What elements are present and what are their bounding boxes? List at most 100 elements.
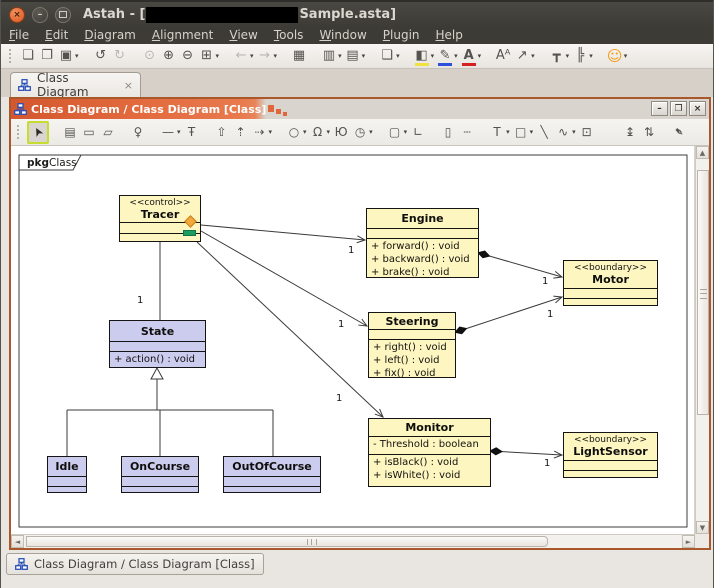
line-shape-button[interactable]: ↗▾ [513,46,536,67]
text-tool-button[interactable]: T▾ [488,123,511,142]
clock-tool-button[interactable]: ◷▾ [351,123,374,142]
class-monitor[interactable]: Monitor- Threshold : boolean+ isBlack() … [368,418,491,487]
diagram-window-titlebar[interactable]: Class Diagram / Class Diagram [Class] – … [11,99,709,119]
association-tracer-monitor[interactable] [196,241,384,418]
line-color-dropdown-caret[interactable]: ▾ [454,52,458,60]
select-tool-button[interactable]: ➤ [27,120,49,144]
line-color-button[interactable]: ✎▾ [436,46,459,67]
class-engine[interactable]: Engine+ forward() : void+ backward() : v… [366,208,479,278]
vertical-scroll-thumb[interactable] [697,170,709,415]
font-color-button[interactable]: A▾ [460,46,483,67]
zoom-in-button[interactable]: ⊕ [160,46,178,67]
package-tool-button[interactable]: ▭ [80,123,98,142]
grid-layout-dropdown-caret[interactable]: ▾ [589,52,593,60]
diagram-overview-button[interactable]: ▦ [290,46,308,67]
tree-layout-button[interactable]: ┳▾ [548,46,571,67]
horizontal-alignment-dropdown-caret[interactable]: ▾ [361,52,366,60]
association-tool-button[interactable]: —▾ [159,123,182,142]
template-binding-tool-button[interactable]: Ω▾ [309,123,332,142]
toolbar-grip[interactable] [9,49,13,63]
class-steering[interactable]: Steering+ right() : void+ left() : void+… [368,312,456,378]
association-class-tool-button[interactable]: Ŧ [183,123,201,142]
text-tool-dropdown-caret[interactable]: ▾ [506,128,510,136]
tree-layout-dropdown-caret[interactable]: ▾ [565,52,570,60]
open-file-button[interactable]: ❐ [38,46,56,67]
menu-window[interactable]: Window [319,28,367,42]
composition-engine-motor[interactable] [477,250,564,279]
redo-button[interactable]: ↻ [111,46,129,67]
composition-monitor-lightsensor[interactable] [489,447,564,459]
fit-to-window-button[interactable]: ⊞▾ [198,46,221,67]
new-file-button[interactable]: ❏ [19,46,37,67]
horizontal-scroll-thumb[interactable] [26,536,548,547]
grid-layout-button[interactable]: ╠▾ [571,46,594,67]
class-state[interactable]: State+ action() : void [109,320,206,368]
stack-order-button[interactable]: ❑▾ [378,46,401,67]
class-idle[interactable]: Idle [47,456,87,493]
vertical-alignment-button[interactable]: ▥▾ [320,46,343,67]
save-button[interactable]: ▣▾ [57,46,80,67]
diagram-restore-button[interactable]: ❐ [670,101,687,116]
rounded-rect-tool-button[interactable]: ▢▾ [386,123,409,142]
adjust-vertical-button[interactable]: ↨ [621,123,639,142]
curve-tool-dropdown-caret[interactable]: ▾ [572,128,576,136]
font-color-dropdown-caret[interactable]: ▾ [477,52,482,60]
zoom-out-button[interactable]: ⊖ [179,46,197,67]
diagram-window-taskbar-button[interactable]: Class Diagram / Class Diagram [Class] [6,553,264,575]
back-dropdown-caret[interactable]: ▾ [250,52,254,60]
clock-tool-dropdown-caret[interactable]: ▾ [369,128,373,136]
required-interface-tool-button[interactable]: Ю [332,123,350,142]
fill-color-dropdown-caret[interactable]: ▾ [430,52,435,60]
class-tool-button[interactable]: ▤ [61,123,79,142]
generalization-tool-button[interactable]: ⇧ [213,123,231,142]
menu-view[interactable]: View [229,28,258,42]
menu-plugin[interactable]: Plugin [382,28,420,42]
scroll-up-icon[interactable]: ▲ [696,146,709,159]
class-outofcourse[interactable]: OutOfCourse [223,456,321,493]
horizontal-scrollbar[interactable]: ◄ ► [11,534,695,548]
corner-line-tool-button[interactable]: ∟ [409,123,427,142]
undo-button[interactable]: ↺ [92,46,110,67]
rectangle-tool-button[interactable]: □▾ [512,123,535,142]
menu-alignment[interactable]: Alignment [151,28,214,42]
class-lightsensor[interactable]: <<boundary>>LightSensor [563,432,658,478]
scroll-right-icon[interactable]: ► [682,535,695,548]
line-shape-dropdown-caret[interactable]: ▾ [531,52,535,60]
font-settings-button[interactable]: Aᴬ [494,46,512,67]
palette-grip[interactable] [17,125,21,139]
class-motor[interactable]: <<boundary>>Motor [563,260,658,306]
dependency-tool-dropdown-caret[interactable]: ▾ [268,128,273,136]
emoticon-button[interactable]: ☺▾ [606,46,629,67]
pin-toolbar-button[interactable]: ✒ [670,123,688,142]
pin-tool-button[interactable]: ♀ [129,123,147,142]
diagram-close-button[interactable]: × [689,101,706,116]
association-tracer-engine[interactable] [200,224,367,244]
scroll-down-icon[interactable]: ▼ [696,521,709,534]
containment-tool-button[interactable]: ○▾ [285,123,308,142]
menu-edit[interactable]: Edit [45,28,69,42]
forward-button[interactable]: →▾ [256,46,279,67]
zoom-original-button[interactable]: ⊙ [141,46,159,67]
scroll-left-icon[interactable]: ◄ [11,535,24,548]
association-tracer-steering[interactable] [200,230,369,327]
back-button[interactable]: ←▾ [232,46,255,67]
curve-tool-button[interactable]: ∿▾ [554,123,577,142]
rounded-rect-tool-dropdown-caret[interactable]: ▾ [403,128,408,136]
fill-color-button[interactable]: ◧▾ [413,46,436,67]
image-tool-button[interactable]: ⊡ [578,123,596,142]
save-dropdown-caret[interactable]: ▾ [75,52,79,60]
line-tool-button[interactable]: ╲ [535,123,553,142]
diagram-minimize-button[interactable]: – [651,101,668,116]
menu-file[interactable]: File [9,28,30,42]
vertical-scrollbar[interactable]: ▲ ▼ [695,146,709,534]
composition-steering-motor[interactable] [454,295,564,335]
emoticon-dropdown-caret[interactable]: ▾ [623,52,628,60]
fit-to-window-dropdown-caret[interactable]: ▾ [215,52,220,60]
class-tracer[interactable]: <<control>>Tracer [119,195,201,242]
menu-diagram[interactable]: Diagram [84,28,136,42]
note-tool-button[interactable]: ▯ [439,123,457,142]
rectangle-tool-dropdown-caret[interactable]: ▾ [529,128,534,136]
note-anchor-tool-button[interactable]: ┄ [458,123,476,142]
stack-order-dropdown-caret[interactable]: ▾ [396,52,400,60]
